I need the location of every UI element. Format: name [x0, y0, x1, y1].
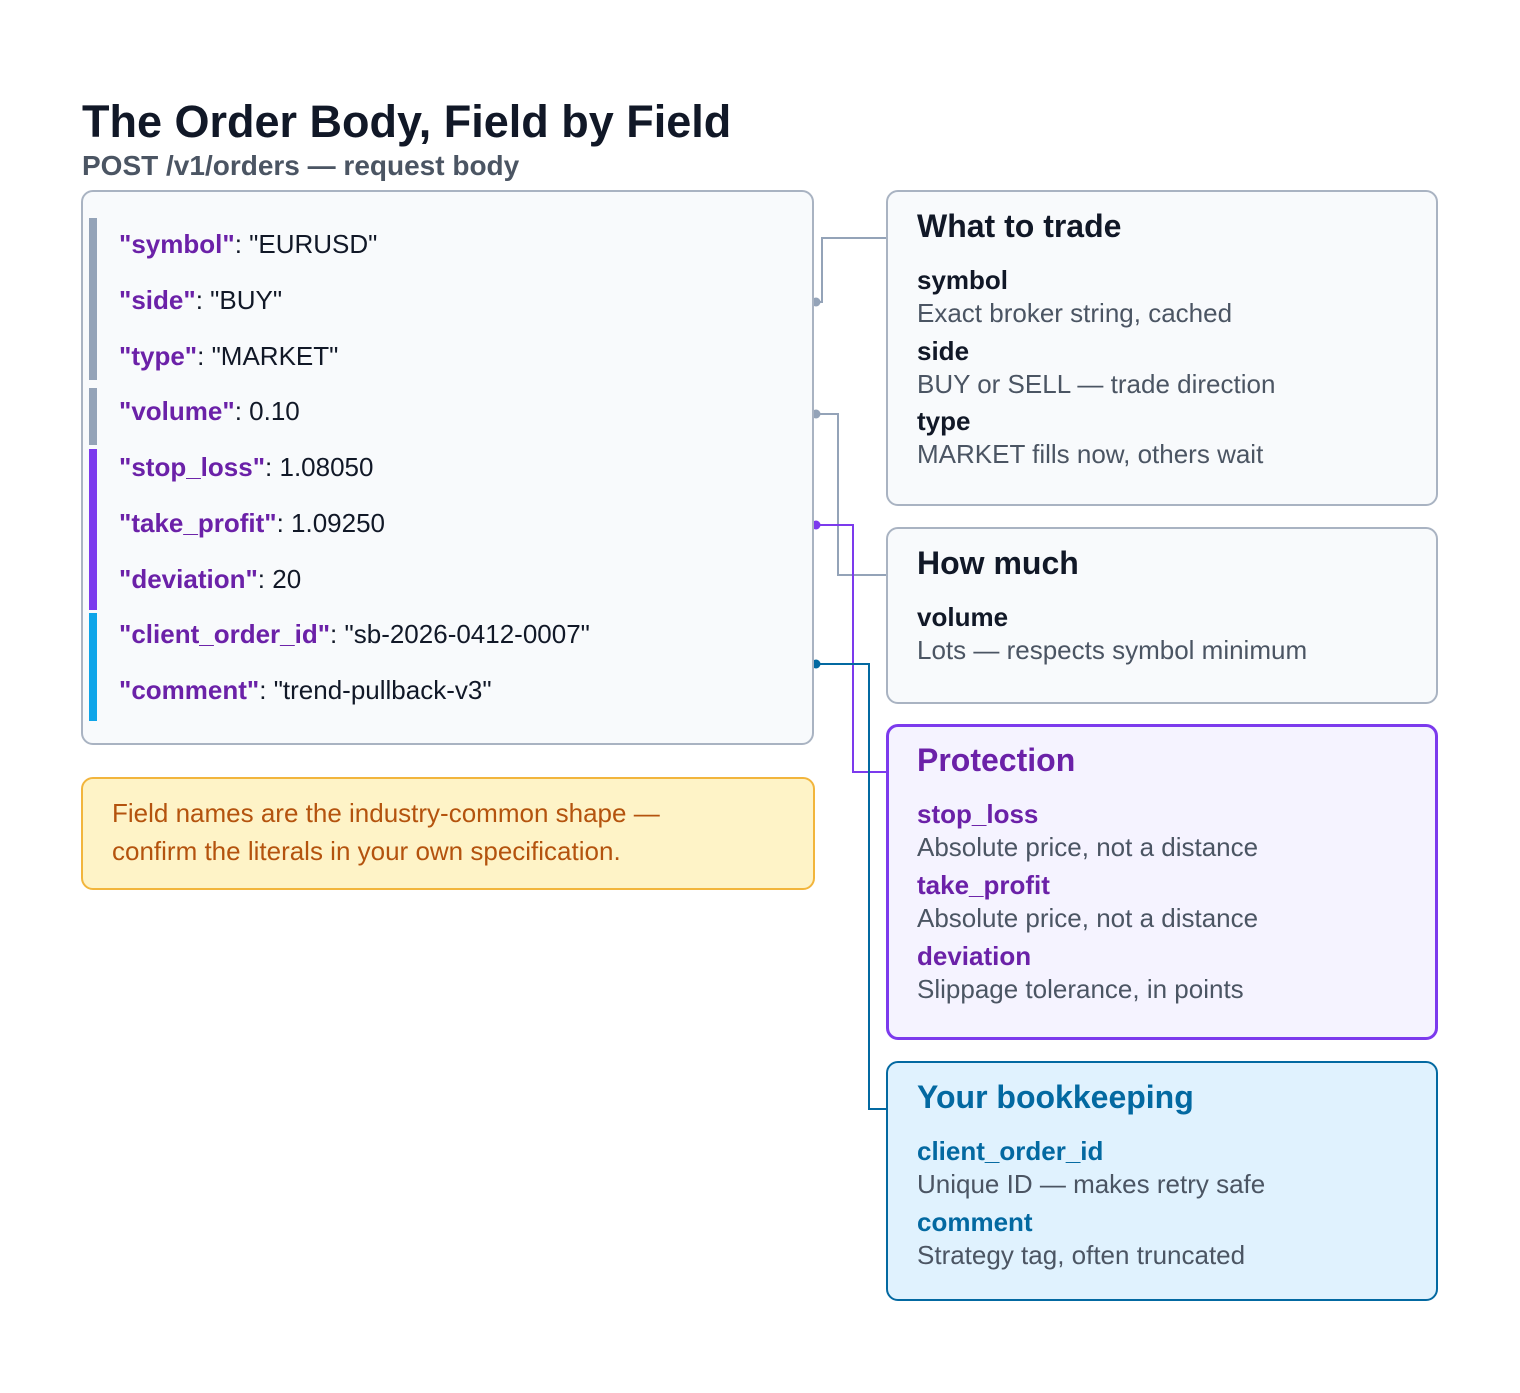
group-bar-bookkeeping [89, 613, 97, 721]
code-key: "type" [119, 341, 198, 371]
code-value: 20 [272, 564, 302, 594]
code-line-stop-loss: "stop_loss": 1.08050 [119, 452, 373, 482]
code-key: "take_profit" [119, 508, 277, 538]
field-desc-symbol: Exact broker string, cached [917, 298, 1233, 328]
field-name-client-order-id: client_order_id [917, 1136, 1104, 1166]
field-name-comment: comment [917, 1207, 1033, 1237]
code-key: "comment" [119, 675, 260, 705]
field-name-side: side [917, 336, 970, 366]
code-separator: : [330, 619, 345, 649]
code-separator: : [197, 341, 212, 371]
code-key: "stop_loss" [119, 452, 266, 482]
field-name-deviation: deviation [917, 941, 1032, 971]
code-value: "MARKET" [211, 341, 339, 371]
code-line-take-profit: "take_profit": 1.09250 [119, 508, 385, 538]
group-bar-protection [89, 449, 97, 610]
code-line-comment: "comment": "trend-pullback-v3" [119, 675, 492, 705]
code-key: "client_order_id" [119, 619, 331, 649]
code-value: "EURUSD" [249, 229, 378, 259]
code-value: 1.09250 [291, 508, 386, 538]
page-subtitle: POST /v1/orders — request body [82, 150, 520, 181]
code-value: "trend-pullback-v3" [273, 675, 492, 705]
field-desc-take-profit: Absolute price, not a distance [917, 903, 1259, 933]
code-value: "sb-2026-0412-0007" [344, 619, 590, 649]
code-line-volume: "volume": 0.10 [119, 396, 300, 426]
connector-what-to-trade [816, 237, 886, 303]
code-separator: : [259, 675, 274, 705]
code-line-type: "type": "MARKET" [119, 341, 338, 371]
connector-bookkeeping [816, 663, 886, 1110]
field-name-volume: volume [917, 602, 1009, 632]
group-bar-how-much [89, 388, 97, 445]
code-separator: : [234, 396, 250, 426]
code-value: 1.08050 [279, 452, 374, 482]
code-line-side: "side": "BUY" [119, 285, 282, 315]
field-desc-type: MARKET fills now, others wait [917, 439, 1264, 469]
field-name-type: type [917, 406, 971, 436]
group-bar-what-to-trade [89, 218, 97, 380]
code-value: "BUY" [210, 285, 283, 315]
connector-how-much [816, 413, 886, 576]
field-name-stop-loss: stop_loss [917, 799, 1039, 829]
card-title-protection: Protection [917, 742, 1076, 778]
code-key: "deviation" [119, 564, 258, 594]
card-title-what-to-trade: What to trade [917, 208, 1122, 244]
code-line-client-order-id: "client_order_id": "sb-2026-0412-0007" [119, 619, 590, 649]
card-title-your-bookkeeping: Your bookkeeping [917, 1079, 1194, 1115]
code-separator: : [234, 229, 250, 259]
code-key: "symbol" [119, 229, 235, 259]
code-key: "side" [119, 285, 196, 315]
spec-note-box [81, 777, 815, 890]
spec-note-line-1: Field names are the industry-common shap… [112, 798, 660, 828]
card-protection [886, 724, 1438, 1040]
field-desc-client-order-id: Unique ID — makes retry safe [917, 1169, 1266, 1199]
field-desc-volume: Lots — respects symbol minimum [917, 635, 1308, 665]
field-desc-side: BUY or SELL — trade direction [917, 369, 1276, 399]
page-title: The Order Body, Field by Field [82, 96, 732, 147]
code-line-deviation: "deviation": 20 [119, 564, 301, 594]
card-what-to-trade [886, 190, 1438, 506]
field-desc-deviation: Slippage tolerance, in points [917, 974, 1244, 1004]
code-separator: : [257, 564, 273, 594]
code-value: 0.10 [249, 396, 300, 426]
card-how-much [886, 527, 1438, 704]
spec-note-line-2: confirm the literals in your own specifi… [112, 836, 621, 866]
code-separator: : [276, 508, 292, 538]
field-name-take-profit: take_profit [917, 870, 1050, 900]
card-title-how-much: How much [917, 545, 1079, 581]
code-separator: : [265, 452, 280, 482]
code-separator: : [195, 285, 211, 315]
field-desc-comment: Strategy tag, often truncated [917, 1240, 1246, 1270]
connector-protection [816, 524, 886, 773]
code-key: "volume" [119, 396, 235, 426]
card-your-bookkeeping [886, 1061, 1438, 1301]
request-body-panel [81, 190, 814, 745]
field-name-symbol: symbol [917, 265, 1009, 295]
code-line-symbol: "symbol": "EURUSD" [119, 229, 377, 259]
field-desc-stop-loss: Absolute price, not a distance [917, 832, 1259, 862]
